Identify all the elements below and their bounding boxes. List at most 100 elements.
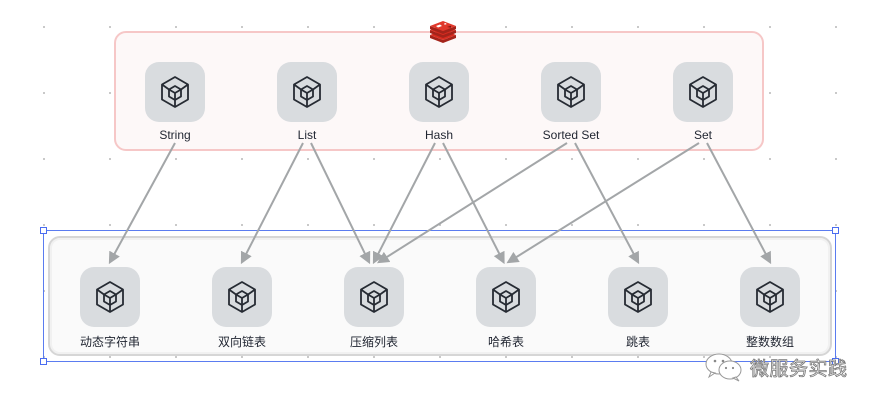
- resize-handle-bottom-left[interactable]: [40, 358, 47, 365]
- wechat-icon: [705, 353, 742, 382]
- node-label: 动态字符串: [79, 335, 140, 349]
- node-skiplist[interactable]: 跳表: [593, 267, 683, 350]
- grid-dot: [703, 224, 705, 226]
- grid-dot: [637, 26, 639, 28]
- grid-dot: [175, 224, 177, 226]
- grid-dot: [241, 224, 243, 226]
- cube-icon: [277, 62, 337, 122]
- node-hash[interactable]: Hash: [394, 62, 484, 142]
- cube-icon: [476, 267, 536, 327]
- node-label: String: [159, 128, 191, 142]
- node-linkedlist[interactable]: 双向链表: [197, 267, 287, 350]
- grid-dot: [835, 26, 837, 28]
- grid-dot: [373, 224, 375, 226]
- grid-dot: [835, 92, 837, 94]
- edge-zset-to-skiplist[interactable]: [574, 142, 640, 265]
- grid-dot: [703, 356, 705, 358]
- grid-dot: [571, 224, 573, 226]
- grid-dot: [307, 158, 309, 160]
- node-label: Sorted Set: [542, 128, 600, 142]
- node-set[interactable]: Set: [658, 62, 748, 142]
- node-list[interactable]: List: [262, 62, 352, 142]
- redis-logo-icon: [430, 21, 456, 43]
- grid-dot: [505, 224, 507, 226]
- grid-dot: [109, 26, 111, 28]
- encodings-group[interactable]: [48, 236, 832, 356]
- grid-dot: [43, 224, 45, 226]
- grid-dot: [769, 158, 771, 160]
- grid-dot: [439, 356, 441, 358]
- edge-list-to-ziplist[interactable]: [310, 142, 371, 265]
- grid-dot: [505, 356, 507, 358]
- grid-dot: [43, 158, 45, 160]
- edge-string-to-sds[interactable]: [108, 142, 176, 265]
- grid-dot: [637, 356, 639, 358]
- node-hashtable[interactable]: 哈希表: [461, 267, 551, 350]
- node-intset[interactable]: 整数数组: [725, 267, 815, 350]
- grid-dot: [703, 26, 705, 28]
- node-label: 压缩列表: [349, 335, 398, 349]
- grid-dot: [571, 26, 573, 28]
- cube-icon: [80, 267, 140, 327]
- resize-handle-top-right[interactable]: [832, 227, 839, 234]
- node-string[interactable]: String: [130, 62, 220, 142]
- grid-dot: [439, 224, 441, 226]
- edge-set-to-hashtable[interactable]: [506, 142, 700, 264]
- grid-dot: [769, 92, 771, 94]
- grid-dot: [307, 356, 309, 358]
- grid-dot: [109, 158, 111, 160]
- resize-handle-top-left[interactable]: [40, 227, 47, 234]
- grid-dot: [109, 92, 111, 94]
- edge-set-to-intset[interactable]: [706, 142, 772, 265]
- edge-list-to-linkedlist[interactable]: [240, 142, 304, 265]
- grid-dot: [241, 26, 243, 28]
- grid-dot: [175, 26, 177, 28]
- grid-dot: [43, 356, 45, 358]
- node-label: List: [297, 128, 317, 142]
- watermark-text: 微服务实践: [750, 357, 848, 380]
- grid-dot: [373, 26, 375, 28]
- grid-dot: [307, 26, 309, 28]
- grid-dot: [571, 356, 573, 358]
- grid-dot: [43, 92, 45, 94]
- node-ziplist[interactable]: 压缩列表: [329, 267, 419, 350]
- node-sds[interactable]: 动态字符串: [65, 267, 155, 350]
- grid-dot: [835, 290, 837, 292]
- cube-icon: [145, 62, 205, 122]
- grid-dot: [43, 26, 45, 28]
- grid-dot: [505, 26, 507, 28]
- grid-dot: [241, 356, 243, 358]
- grid-dot: [835, 158, 837, 160]
- grid-dot: [835, 356, 837, 358]
- grid-dot: [307, 224, 309, 226]
- cube-icon: [409, 62, 469, 122]
- selection-box[interactable]: [40, 227, 839, 365]
- cube-icon: [212, 267, 272, 327]
- grid-dot: [43, 290, 45, 292]
- grid-dot: [175, 356, 177, 358]
- edge-hash-to-ziplist[interactable]: [372, 142, 436, 265]
- grid-dot: [571, 158, 573, 160]
- grid-dot: [241, 158, 243, 160]
- grid-dot: [175, 158, 177, 160]
- watermark: 微服务实践: [704, 352, 848, 382]
- node-label: 跳表: [625, 335, 650, 349]
- node-label: 整数数组: [745, 335, 794, 349]
- node-label: Set: [693, 128, 712, 142]
- cube-icon: [740, 267, 800, 327]
- grid-dot: [109, 356, 111, 358]
- node-label: 双向链表: [217, 335, 266, 349]
- grid-dot: [769, 224, 771, 226]
- resize-handle-bottom-right[interactable]: [832, 358, 839, 365]
- node-label: Hash: [424, 128, 453, 142]
- grid-dot: [703, 158, 705, 160]
- node-sorted-set[interactable]: Sorted Set: [526, 62, 616, 142]
- grid-dot: [769, 26, 771, 28]
- cube-icon: [608, 267, 668, 327]
- grid-dot: [637, 158, 639, 160]
- edge-zset-to-ziplist[interactable]: [376, 142, 568, 264]
- cube-icon: [344, 267, 404, 327]
- grid-dot: [109, 224, 111, 226]
- grid-dot: [637, 224, 639, 226]
